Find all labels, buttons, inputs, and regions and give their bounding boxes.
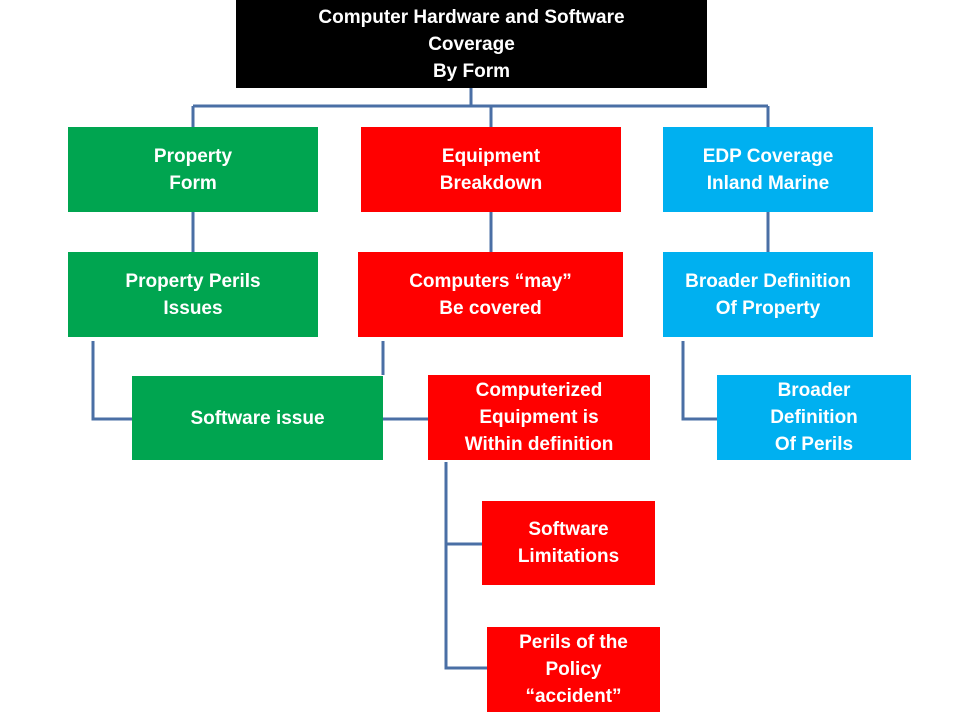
node-edp-coverage: EDP Coverage Inland Marine [663, 127, 873, 212]
connector-perils-to-software-issue [91, 341, 132, 421]
connector-broader-property-to-perils [681, 341, 717, 421]
node-broader-definition-property: Broader Definition Of Property [663, 252, 873, 337]
node-perils-of-the-policy: Perils of the Policy “accident” [487, 627, 660, 712]
node-software-limitations: Software Limitations [482, 501, 655, 585]
connector-equipment-is-to-children [444, 462, 487, 670]
node-computerized-equipment: Computerized Equipment is Within definit… [428, 375, 650, 460]
node-software-issue: Software issue [132, 376, 383, 460]
node-property-perils-issues: Property Perils Issues [68, 252, 318, 337]
node-equipment-breakdown: Equipment Breakdown [361, 127, 621, 212]
root-node: Computer Hardware and Software Coverage … [236, 0, 707, 88]
node-computers-may-be-covered: Computers “may” Be covered [358, 252, 623, 337]
node-property-form: Property Form [68, 127, 318, 212]
node-broader-definition-perils: Broader Definition Of Perils [717, 375, 911, 460]
